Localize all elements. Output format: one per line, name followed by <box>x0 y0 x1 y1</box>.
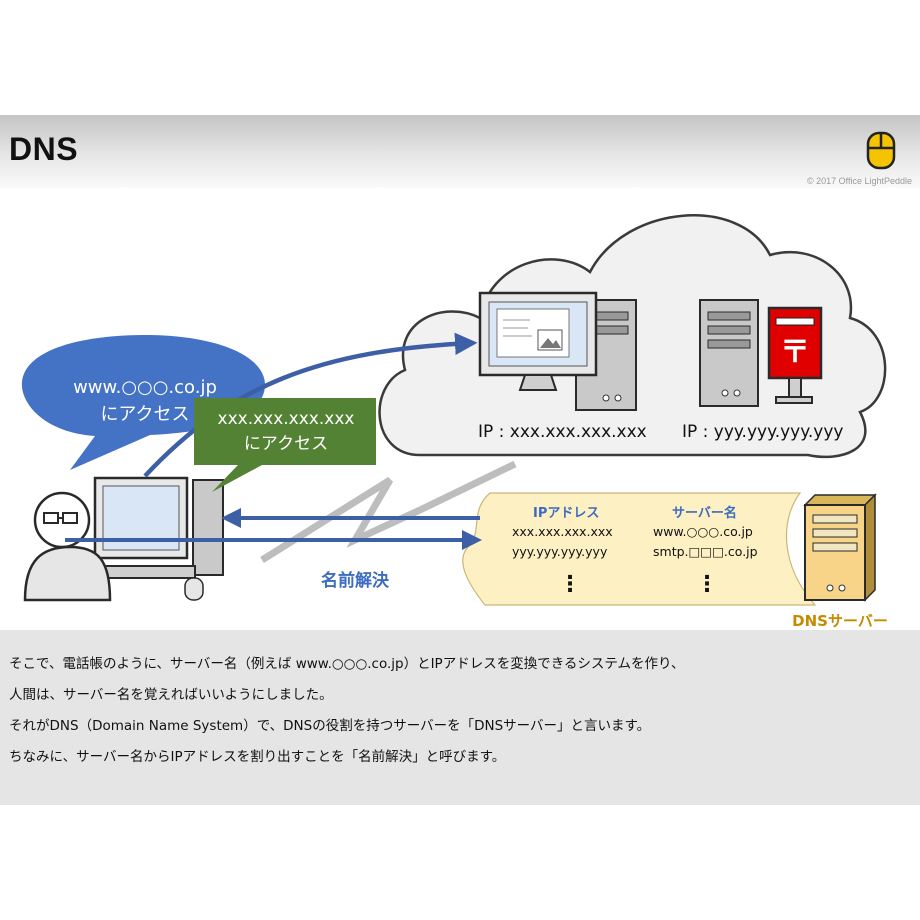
explanation-line: ちなみに、サーバー名からIPアドレスを割り出すことを「名前解決」と呼びます。 <box>9 749 506 765</box>
dns-table-cell: smtp.□□□.co.jp <box>653 544 758 559</box>
copyright-text: © 2017 Office LightPeddle <box>806 176 912 186</box>
dns-table-ip-header: IPアドレス <box>533 506 599 521</box>
bubble-ip-line2: にアクセス <box>244 434 328 454</box>
dns-server-icon <box>803 493 877 602</box>
dns-server-label: DNSサーバー <box>792 612 888 628</box>
dns-table-ellipsis: ⋮ <box>696 572 718 597</box>
mouse-icon <box>866 131 896 170</box>
svg-text:〒: 〒 <box>780 335 810 370</box>
dns-table-cell: www.○○○.co.jp <box>653 524 753 539</box>
explanation-line: そこで、電話帳のように、サーバー名（例えば www.○○○.co.jp）とIPア… <box>9 656 685 672</box>
dns-table-ellipsis: ⋮ <box>559 572 581 597</box>
explanation-line: 人間は、サーバー名を覚えればいいようにしました。 <box>9 687 333 703</box>
page-title: DNS <box>9 131 79 167</box>
dns-table-cell: yyy.yyy.yyy.yyy <box>512 544 608 559</box>
title-bar: DNS © 2017 Office LightPeddle <box>0 115 920 188</box>
dns-table-name-header: サーバー名 <box>672 505 737 521</box>
web-server-ip-label: IP : xxx.xxx.xxx.xxx <box>478 422 647 442</box>
mail-server-icon <box>699 299 759 407</box>
explanation-panel: そこで、電話帳のように、サーバー名（例えば www.○○○.co.jp）とIPア… <box>0 630 920 805</box>
name-resolution-label: 名前解決 <box>321 570 390 591</box>
mail-server-ip-label: IP : yyy.yyy.yyy.yyy <box>682 422 843 442</box>
dns-diagram: 〒 IP : xxx.xxx.xxx.xxx IP : yyy.yyy.yyy.… <box>21 214 888 628</box>
web-server-icon <box>478 291 637 411</box>
explanation-line: それがDNS（Domain Name System）で、DNSの役割を持つサーバ… <box>9 718 651 734</box>
access-arrow-curve <box>143 332 478 478</box>
bubble-domain-line1: www.○○○.co.jp <box>73 377 217 398</box>
bubble-domain-access: www.○○○.co.jp にアクセス <box>21 335 265 470</box>
bubble-domain-line2: にアクセス <box>100 404 189 425</box>
bubble-ip-line1: xxx.xxx.xxx.xxx <box>218 409 355 429</box>
dns-table-cell: xxx.xxx.xxx.xxx <box>512 524 613 539</box>
dns-table: IPアドレス サーバー名 xxx.xxx.xxx.xxx www.○○○.co.… <box>462 492 817 606</box>
user-person-icon <box>23 491 112 602</box>
mailbox-icon: 〒 <box>767 306 823 404</box>
bubble-ip-access: xxx.xxx.xxx.xxx にアクセス <box>194 398 376 492</box>
